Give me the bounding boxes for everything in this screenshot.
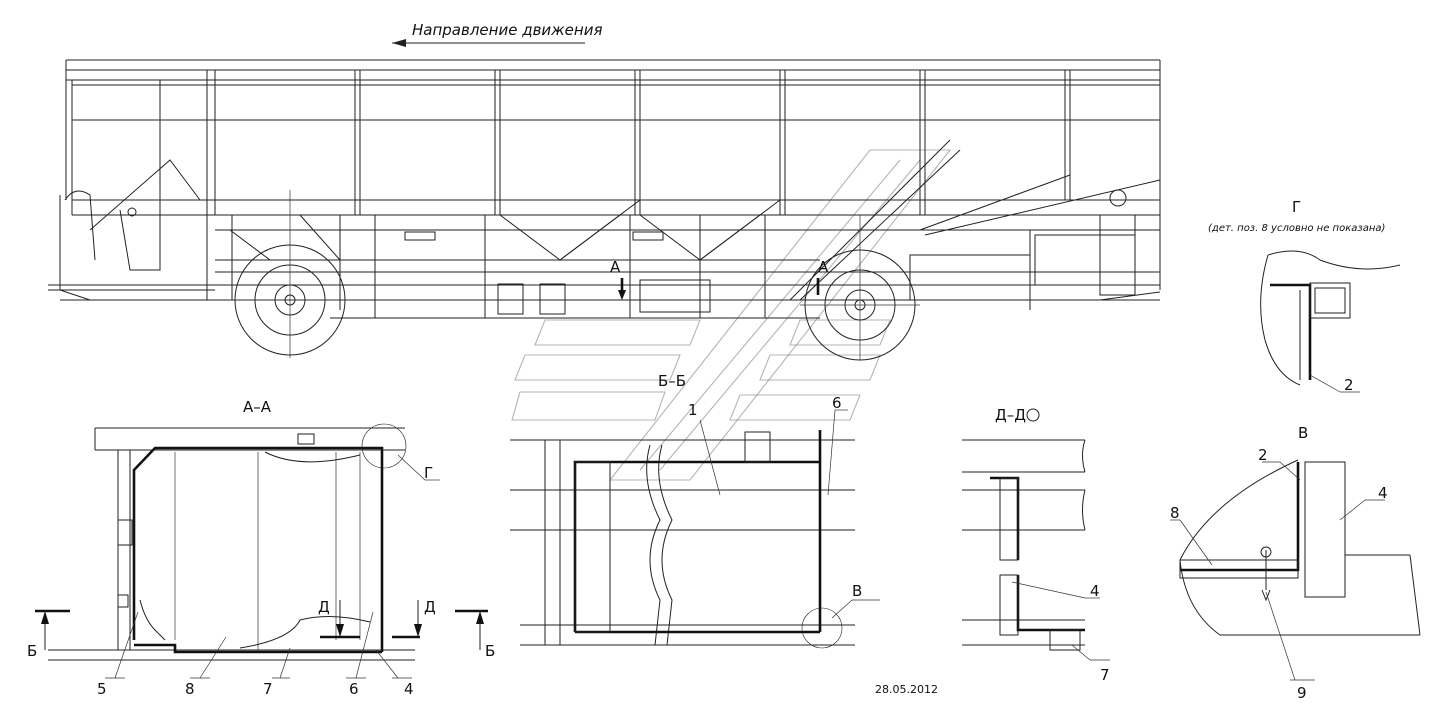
callout-4-aa: 4 bbox=[404, 680, 414, 698]
callout-9: 9 bbox=[1297, 684, 1307, 702]
marker-d-right: Д bbox=[424, 598, 436, 616]
detail-g-note: (дет. поз. 8 условно не показана) bbox=[1208, 223, 1385, 234]
direction-label: Направление движения bbox=[392, 21, 602, 47]
drawing-date: 28.05.2012 bbox=[875, 683, 938, 696]
marker-b-right: Б bbox=[485, 642, 495, 660]
front-wheel bbox=[230, 190, 350, 358]
marker-a-right: А bbox=[818, 258, 829, 276]
bus-side-view: А А bbox=[48, 59, 1161, 361]
page-title: Направление движения bbox=[412, 21, 602, 39]
detail-g: Г (дет. поз. 8 условно не показана) 2 bbox=[1208, 198, 1401, 394]
callout-2-v: 2 bbox=[1258, 446, 1268, 464]
marker-b-left: Б bbox=[27, 642, 37, 660]
section-aa: А–А Б Б Д Д bbox=[27, 398, 495, 698]
callout-1: 1 bbox=[688, 401, 698, 419]
section-bb: Б–Б 1 6 В bbox=[510, 372, 880, 649]
marker-d-left: Д bbox=[318, 598, 330, 616]
section-bb-title: Б–Б bbox=[658, 372, 686, 390]
callout-8-v: 8 bbox=[1170, 504, 1180, 522]
rear-wheel bbox=[800, 215, 920, 361]
callout-6-bb: 6 bbox=[832, 394, 842, 412]
marker-a-left: А bbox=[610, 258, 621, 276]
callout-4-v: 4 bbox=[1378, 484, 1388, 502]
marker-v: В bbox=[852, 582, 862, 600]
section-dd: Д–Д 4 7 bbox=[962, 406, 1110, 684]
section-aa-title: А–А bbox=[243, 398, 272, 416]
callout-2-g: 2 bbox=[1344, 376, 1354, 394]
callout-4-dd: 4 bbox=[1090, 582, 1100, 600]
detail-v-title: В bbox=[1298, 424, 1308, 442]
detail-v: В 2 4 8 9 bbox=[1170, 424, 1421, 702]
callout-7-aa: 7 bbox=[263, 680, 273, 698]
callout-7-dd: 7 bbox=[1100, 666, 1110, 684]
marker-g: Г bbox=[424, 464, 433, 482]
callout-6-aa: 6 bbox=[349, 680, 359, 698]
callout-8-aa: 8 bbox=[185, 680, 195, 698]
section-dd-title: Д–Д bbox=[995, 406, 1026, 424]
detail-g-title: Г bbox=[1292, 198, 1301, 216]
callout-5: 5 bbox=[97, 680, 107, 698]
